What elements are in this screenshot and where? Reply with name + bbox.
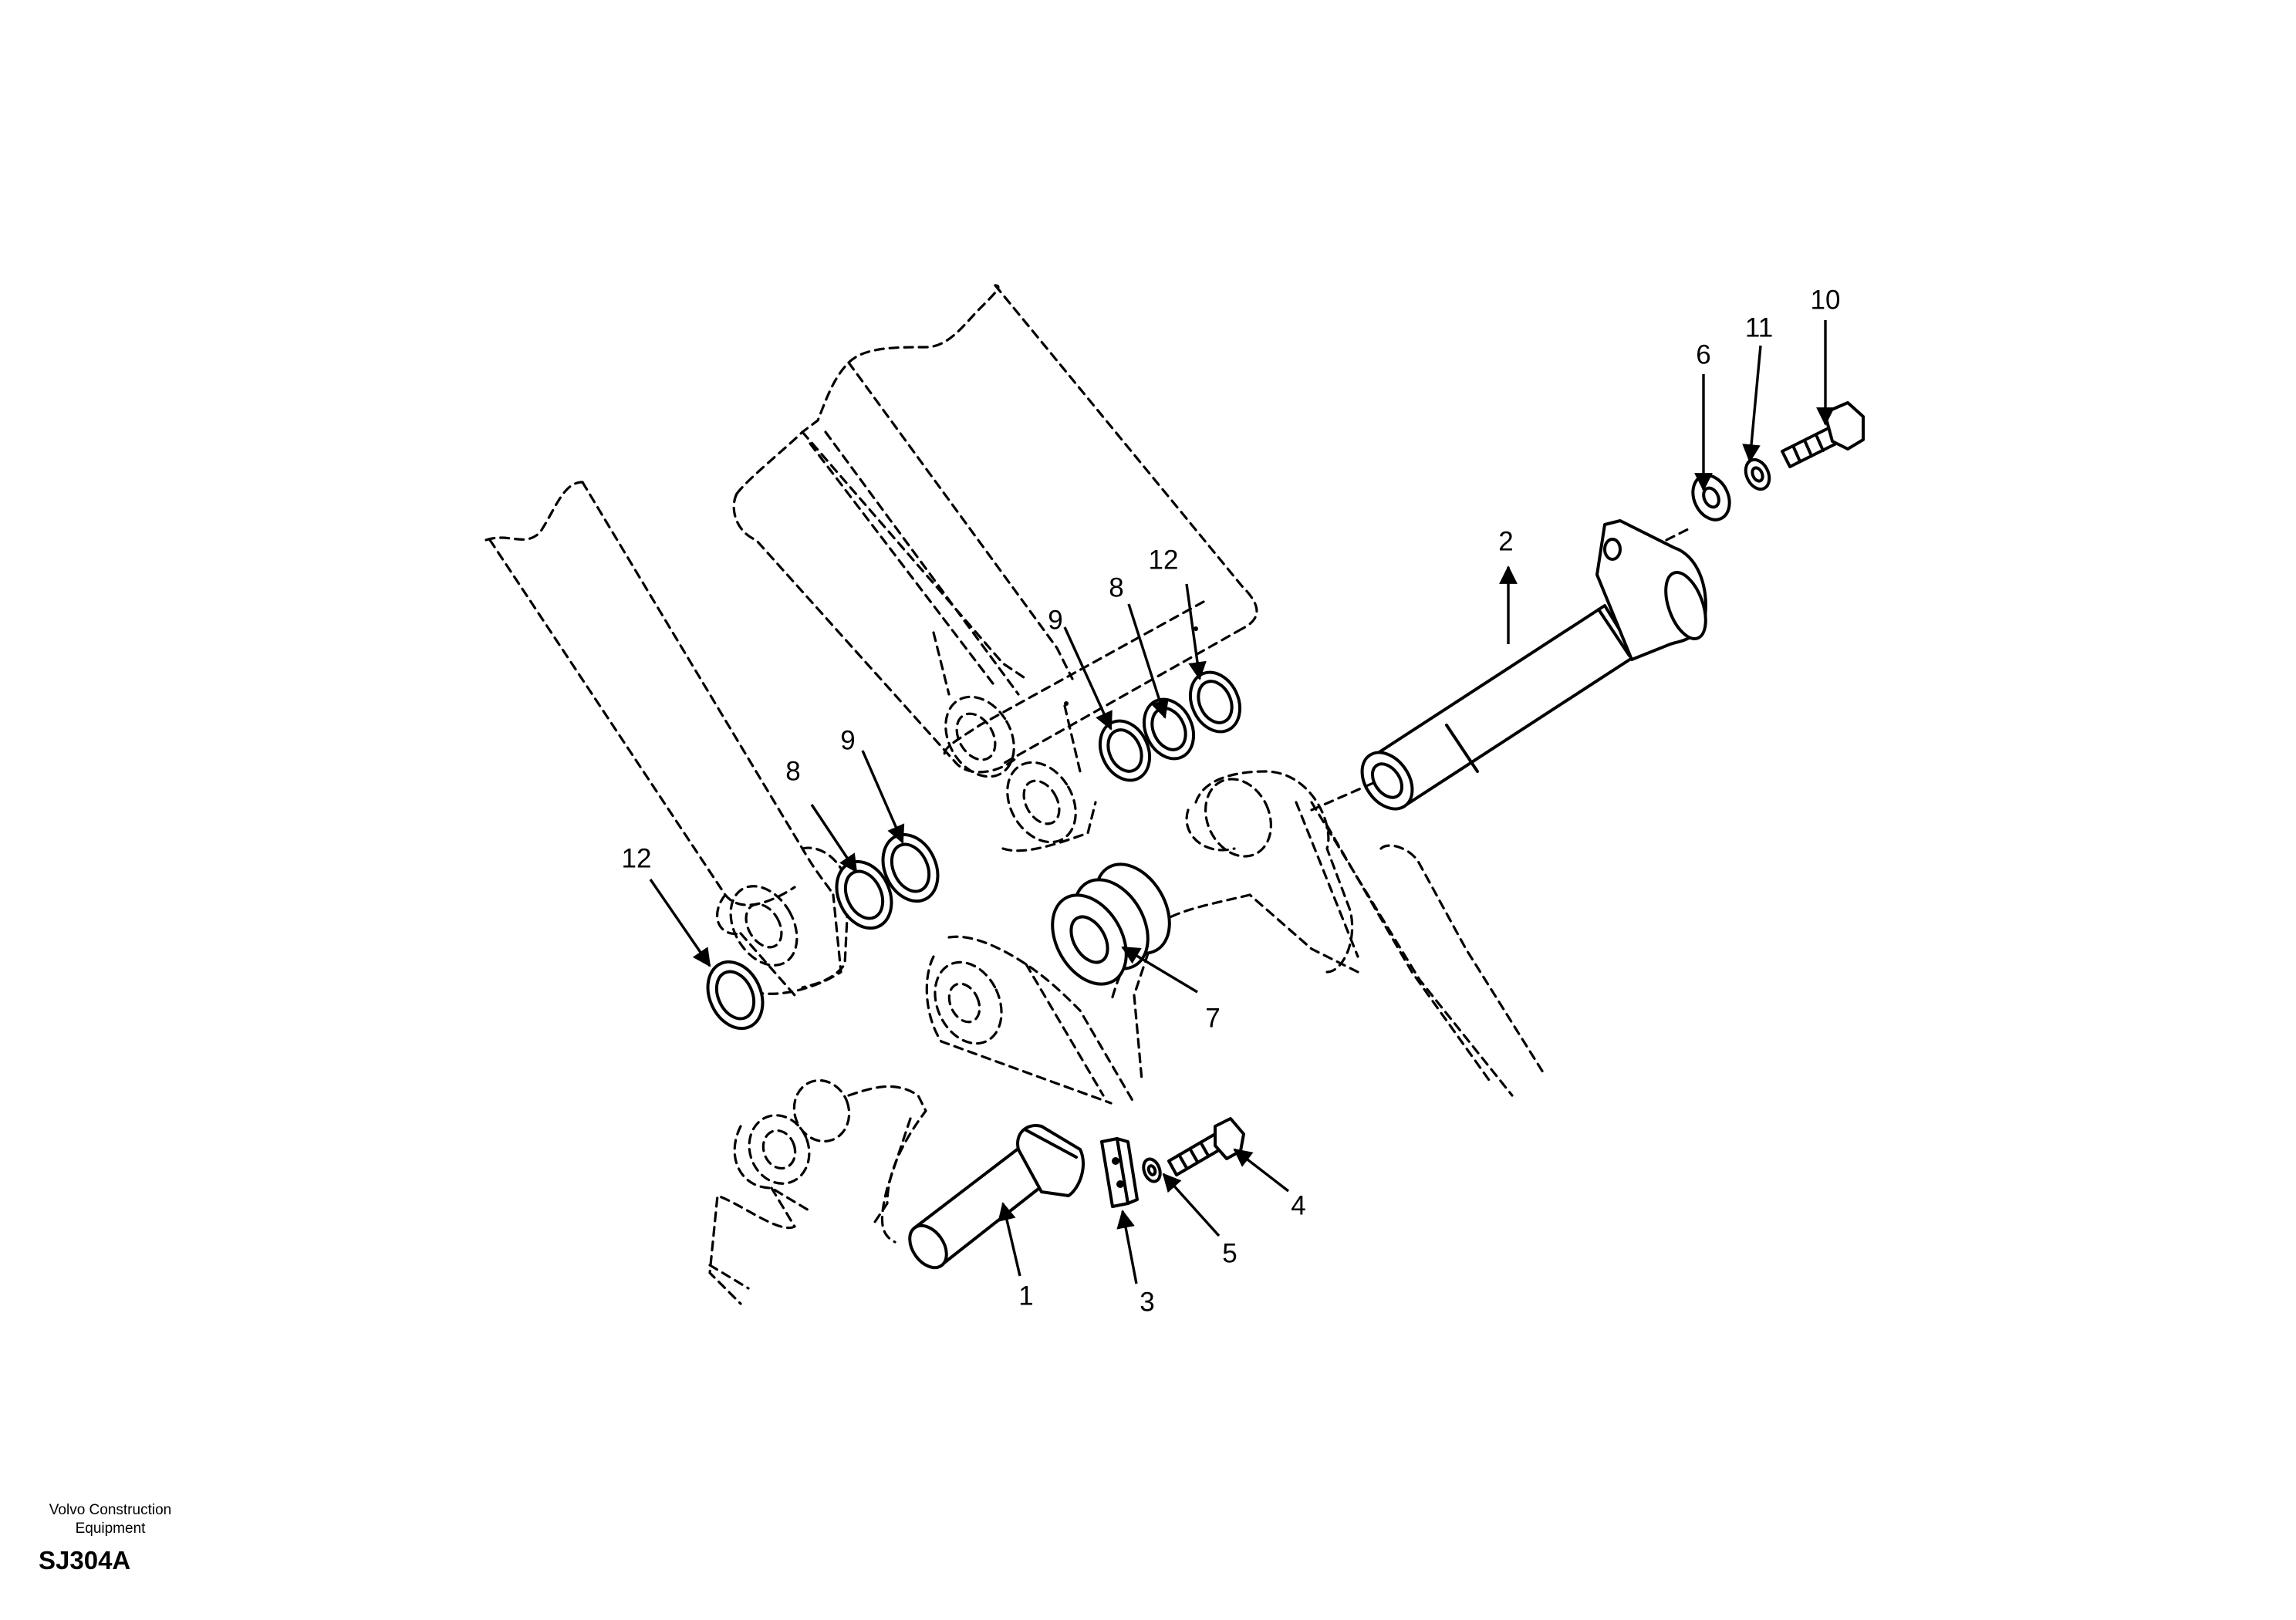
callout-labels: 1 2 3 4 5 6 7 8 8 9 9 10 11 12 12: [622, 285, 1841, 1317]
company-name-line1: Volvo Construction: [49, 1502, 172, 1518]
alignment-line: [1310, 781, 1375, 812]
callout-12-upper: 12: [1149, 545, 1179, 575]
callout-12-lower: 12: [622, 843, 652, 873]
callout-9-upper: 9: [1048, 605, 1062, 635]
callout-4: 4: [1291, 1190, 1305, 1220]
callout-1: 1: [1018, 1281, 1033, 1311]
callout-8-lower: 8: [785, 756, 800, 786]
callout-leaders: [649, 320, 1835, 1284]
callout-10: 10: [1811, 285, 1841, 315]
lock-plate: [1100, 1137, 1139, 1208]
footer-company: Volvo Construction Equipment: [29, 1501, 191, 1538]
callout-9-lower: 9: [840, 725, 855, 755]
pin-short: [908, 1124, 1085, 1270]
screw-large: [1781, 401, 1865, 468]
washer-set-lower: [706, 832, 940, 1031]
callout-5: 5: [1222, 1238, 1237, 1268]
alignment-line: [1665, 527, 1691, 542]
spacer-bushing: [1051, 862, 1171, 986]
spring-washer-11: [1744, 457, 1771, 491]
flat-washer-6: [1691, 474, 1731, 521]
drawing-code: SJ304A: [39, 1546, 131, 1574]
screw-small: [1167, 1117, 1245, 1176]
pin-long: [1360, 519, 1707, 811]
washer-set-upper: [1098, 670, 1242, 782]
callout-3: 3: [1140, 1287, 1154, 1317]
callout-2: 2: [1498, 526, 1513, 556]
background-arm-outline: [485, 284, 1545, 1305]
callout-7: 7: [1205, 1003, 1220, 1033]
callout-6: 6: [1696, 339, 1710, 370]
callout-11: 11: [1745, 312, 1773, 343]
company-name-line2: Equipment: [75, 1520, 146, 1537]
spring-washer-small: [1142, 1157, 1162, 1183]
callout-8-upper: 8: [1109, 572, 1123, 602]
